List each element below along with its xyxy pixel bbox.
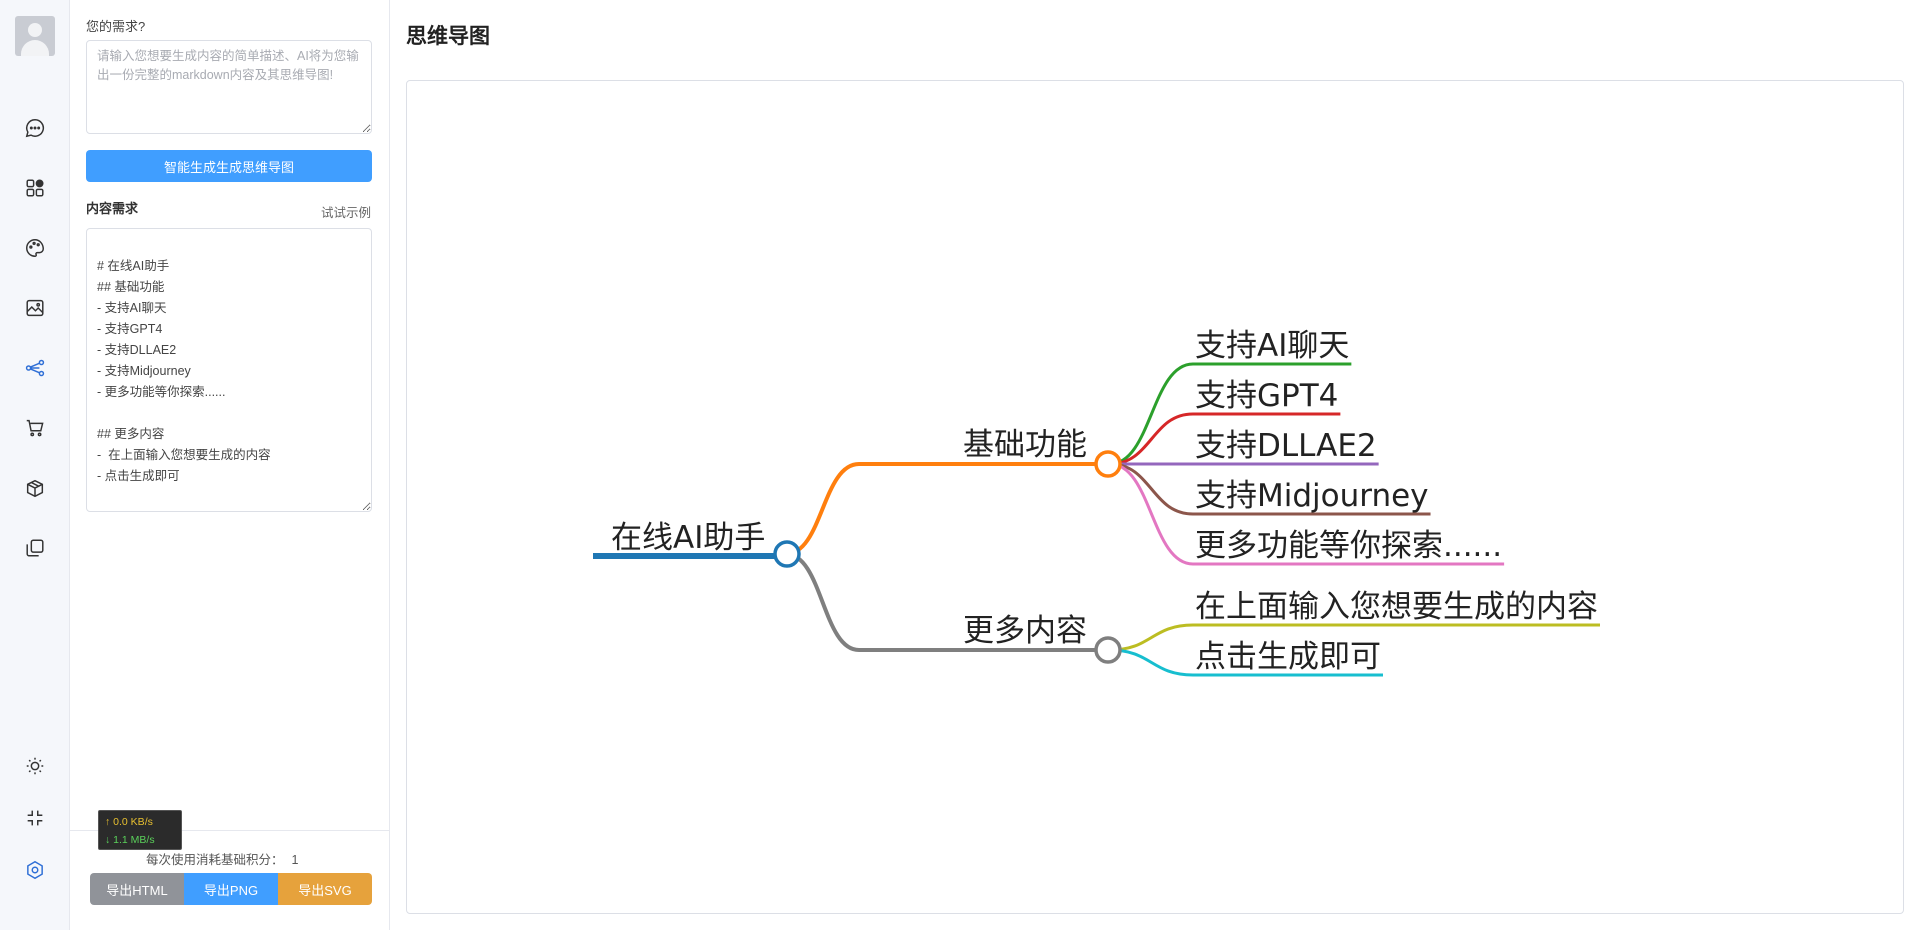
leaf-connector bbox=[1109, 462, 1194, 516]
leaf-node-label: 在上面输入您想要生成的内容 bbox=[1195, 589, 1598, 625]
markdown-content-input[interactable] bbox=[86, 228, 372, 512]
need-label: 您的需求? bbox=[86, 19, 146, 34]
copy-icon[interactable] bbox=[17, 530, 53, 566]
try-example-link[interactable]: 试试示例 bbox=[320, 206, 371, 220]
page-title: 思维导图 bbox=[406, 25, 490, 48]
points-value: 1 bbox=[291, 853, 299, 867]
network-speed-overlay: ↑ 0.0 KB/s ↓ 1.1 MB/s bbox=[98, 810, 182, 850]
generate-mindmap-button[interactable]: 智能生成生成思维导图 bbox=[86, 150, 372, 182]
leaf-node-label: 点击生成即可 bbox=[1195, 639, 1381, 675]
settings-icon[interactable] bbox=[17, 852, 53, 888]
avatar[interactable] bbox=[15, 16, 55, 56]
export-buttons: 导出HTML 导出PNG 导出SVG bbox=[90, 873, 372, 905]
leaf-node-label: 更多功能等你探索...... bbox=[1195, 528, 1502, 564]
apps-icon[interactable] bbox=[17, 170, 53, 206]
mindmap-icon[interactable] bbox=[17, 350, 53, 386]
input-panel: 您的需求? 智能生成生成思维导图 内容需求 试试示例 每次使用消耗基础积分： 1 … bbox=[70, 0, 390, 930]
upload-speed: ↑ 0.0 KB/s bbox=[105, 816, 153, 828]
branch-connector bbox=[785, 552, 860, 652]
download-speed: ↓ 1.1 MB/s bbox=[105, 834, 155, 846]
leaf-node-label: 支持AI聊天 bbox=[1195, 328, 1349, 364]
chat-icon[interactable] bbox=[17, 110, 53, 146]
package-icon[interactable] bbox=[17, 470, 53, 506]
export-svg-button[interactable]: 导出SVG bbox=[278, 873, 372, 905]
cart-icon[interactable] bbox=[17, 410, 53, 446]
root-node-label: 在线AI助手 bbox=[611, 520, 765, 556]
branch-node-circle bbox=[1094, 636, 1122, 664]
icon-rail bbox=[0, 0, 70, 930]
leaf-connector bbox=[1109, 462, 1194, 566]
leaf-node-label: 支持Midjourney bbox=[1195, 478, 1429, 514]
points-label: 每次使用消耗基础积分： bbox=[146, 853, 284, 867]
mindmap-canvas[interactable]: 在线AI助手 基础功能 支持AI聊天支持GPT4 支持DLLAE2 支持Midjourn… bbox=[406, 80, 1904, 914]
leaf-connector bbox=[1109, 362, 1194, 466]
root-node-circle bbox=[773, 540, 801, 568]
leaf-node-label: 支持GPT4 bbox=[1195, 378, 1338, 414]
export-html-button[interactable]: 导出HTML bbox=[90, 873, 184, 905]
leaf-connector bbox=[1109, 623, 1194, 652]
need-input[interactable] bbox=[86, 40, 372, 134]
points-info: 每次使用消耗基础积分： 1 bbox=[146, 849, 298, 868]
branch-node-label: 更多内容 bbox=[963, 613, 1087, 649]
export-footer: 每次使用消耗基础积分： 1 导出HTML 导出PNG 导出SVG bbox=[70, 830, 389, 930]
export-png-button[interactable]: 导出PNG bbox=[184, 873, 278, 905]
collapse-icon[interactable] bbox=[17, 800, 53, 836]
branch-node-label: 基础功能 bbox=[963, 427, 1087, 463]
leaf-node-label: 支持DLLAE2 bbox=[1195, 428, 1377, 464]
leaf-connector bbox=[1109, 412, 1194, 466]
leaf-connector bbox=[1109, 648, 1194, 677]
image-icon[interactable] bbox=[17, 290, 53, 326]
sun-icon[interactable] bbox=[17, 748, 53, 784]
branch-node-circle bbox=[1094, 450, 1122, 478]
palette-icon[interactable] bbox=[17, 230, 53, 266]
content-label: 内容需求 bbox=[86, 201, 139, 216]
branch-connector bbox=[785, 462, 860, 556]
